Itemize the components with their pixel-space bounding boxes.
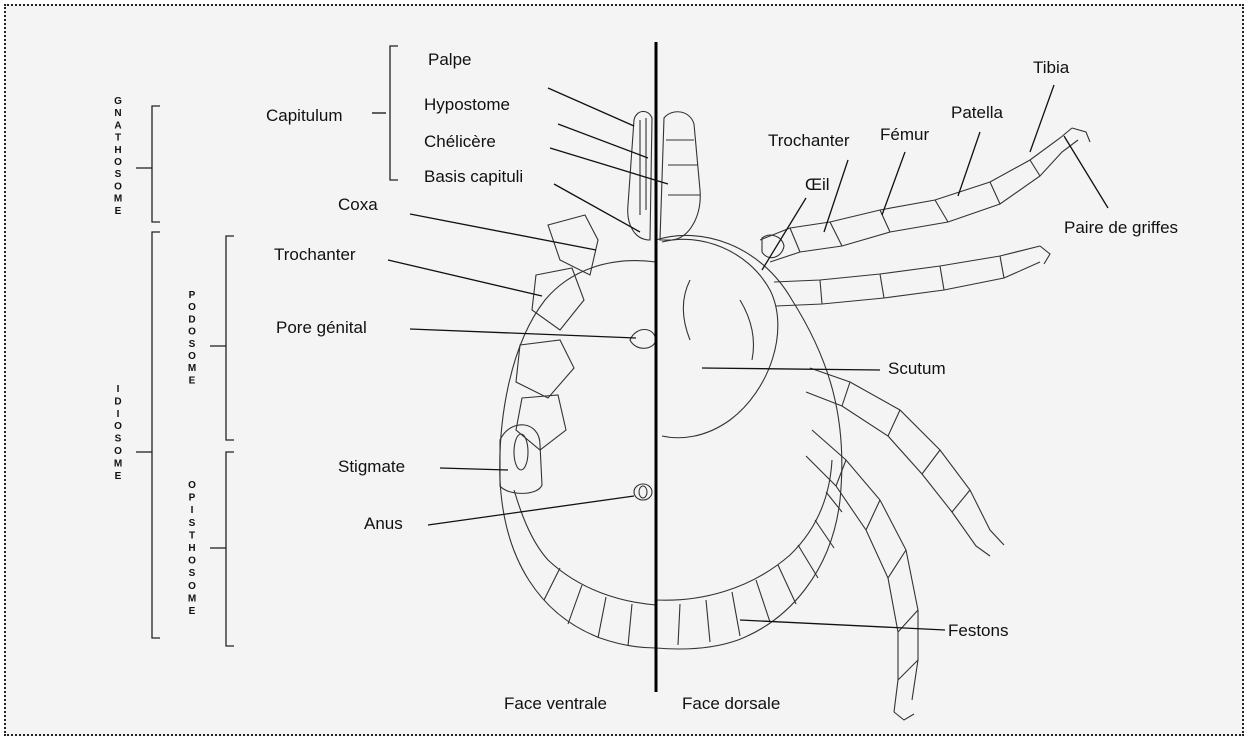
- part-labels: Palpe Capitulum Hypostome Chélicère Basi…: [266, 50, 1178, 713]
- label-hypostome: Hypostome: [424, 95, 510, 114]
- label-paire-de-griffes: Paire de griffes: [1064, 218, 1178, 237]
- idiosome-bracket: [152, 232, 160, 638]
- stigma-plate: [500, 425, 542, 494]
- label-chelicere: Chélicère: [424, 132, 496, 151]
- label-anus: Anus: [364, 514, 403, 533]
- label-trochanter-ventral: Trochanter: [274, 245, 356, 264]
- label-capitulum: Capitulum: [266, 106, 343, 125]
- scutum-shape: [662, 239, 778, 437]
- label-stigmate: Stigmate: [338, 457, 405, 476]
- capitulum-bracket: [390, 46, 398, 180]
- capitulum-shape: [660, 112, 700, 240]
- label-palpe: Palpe: [428, 50, 471, 69]
- opisthosome-bracket: [226, 452, 234, 646]
- genital-pore-shape: [630, 330, 656, 349]
- coxae: [516, 215, 598, 450]
- label-face-ventrale: Face ventrale: [504, 694, 607, 713]
- ventral-margin: [514, 490, 656, 605]
- label-oeil: Œil: [805, 175, 830, 194]
- body-outline-ventral: [500, 261, 656, 648]
- label-basis-capituli: Basis capituli: [424, 167, 523, 186]
- legs: [760, 128, 1090, 720]
- label-patella: Patella: [951, 103, 1004, 122]
- label-face-dorsale: Face dorsale: [682, 694, 780, 713]
- region-brackets: [136, 46, 398, 646]
- label-pore-genital: Pore génital: [276, 318, 367, 337]
- label-femur: Fémur: [880, 125, 929, 144]
- podosome-bracket: [226, 236, 234, 440]
- label-tibia: Tibia: [1033, 58, 1070, 77]
- label-trochanter-dorsal: Trochanter: [768, 131, 850, 150]
- label-scutum: Scutum: [888, 359, 946, 378]
- festoon-band: [656, 460, 832, 600]
- label-festons: Festons: [948, 621, 1008, 640]
- gnathosome-bracket: [152, 106, 160, 222]
- label-coxa: Coxa: [338, 195, 378, 214]
